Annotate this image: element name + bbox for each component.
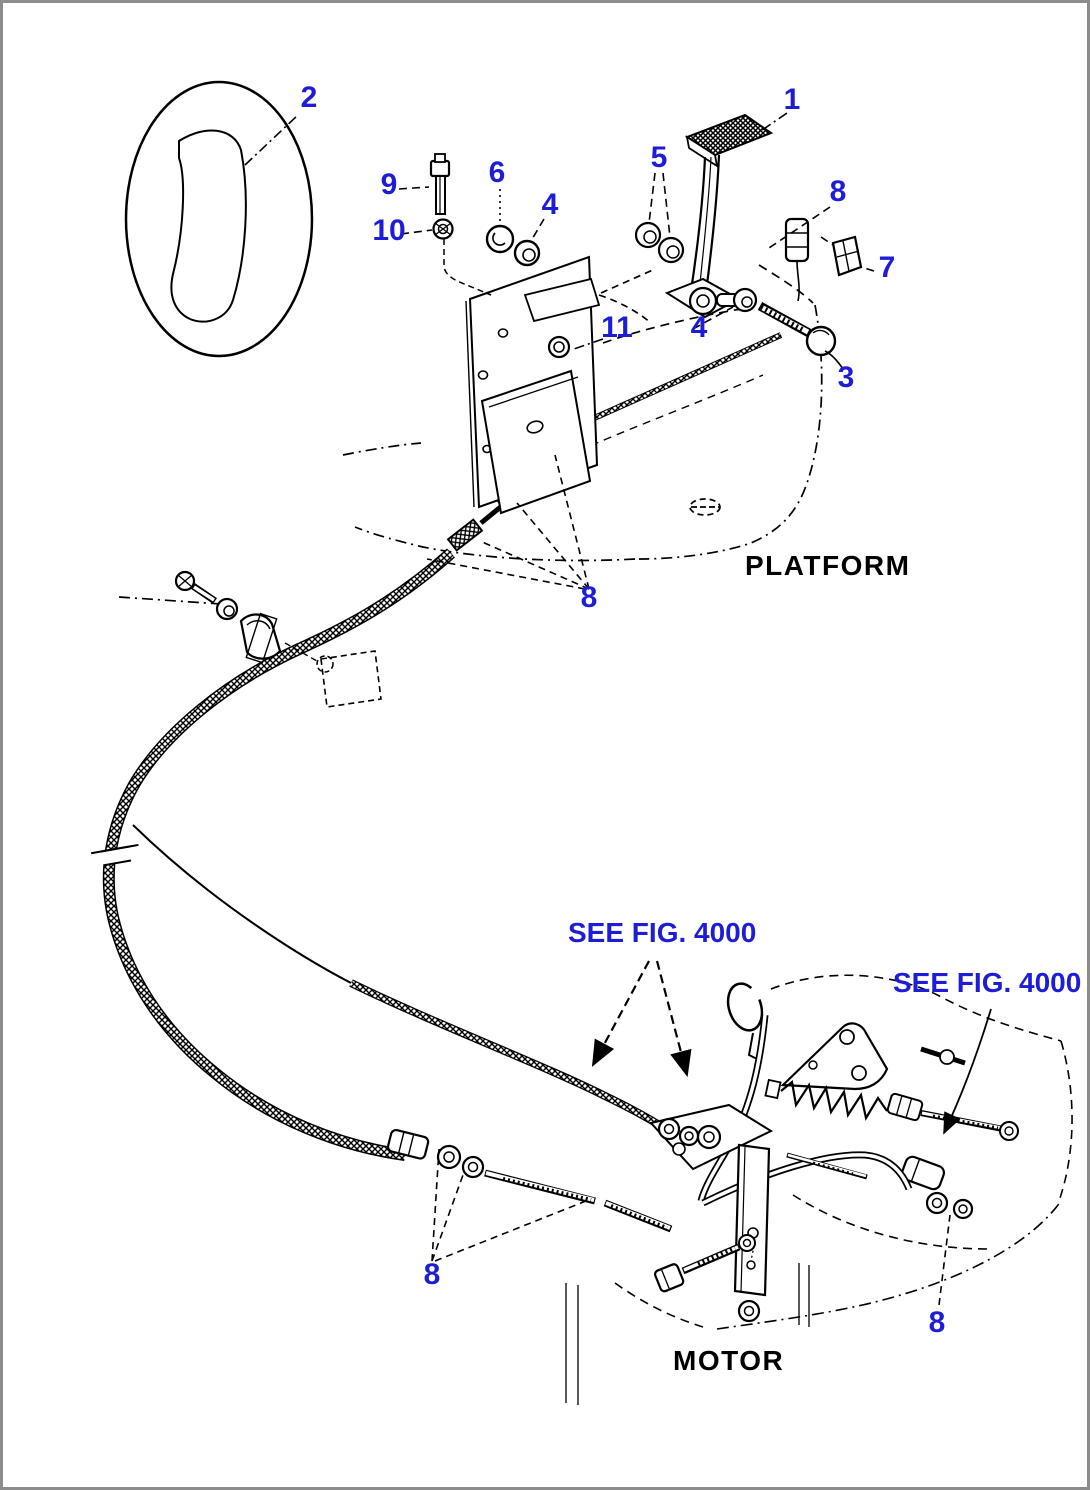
washer-4-left	[513, 239, 541, 267]
nut-10	[432, 218, 454, 240]
see-fig-label-right: SEE FIG. 4000	[893, 967, 1081, 998]
callout-5: 5	[651, 141, 668, 174]
see-fig-label-left: SEE FIG. 4000	[568, 917, 756, 948]
callout-9: 9	[381, 168, 398, 201]
leader-lines	[398, 112, 951, 1306]
motor-linkage	[565, 974, 1073, 1405]
bolt-3	[757, 302, 837, 357]
callout-8-motor-left: 8	[424, 1258, 441, 1291]
pedal-pad-detail	[170, 129, 247, 323]
callout-11: 11	[601, 311, 633, 344]
bolt-9	[429, 153, 451, 215]
callout-8-top: 8	[830, 175, 847, 208]
platform-label: PLATFORM	[745, 550, 910, 581]
fastener-group-top-left	[429, 153, 541, 267]
labels: PLATFORM SEE FIG. 4000 SEE FIG. 4000 MOT…	[568, 550, 1081, 1376]
callout-3: 3	[838, 361, 855, 394]
see-fig-arrows	[591, 960, 992, 1135]
callout-7: 7	[879, 251, 896, 284]
pedal-assembly	[634, 113, 863, 357]
platform-hole	[689, 498, 721, 516]
throttle-spring	[764, 1078, 888, 1121]
control-cable	[90, 548, 664, 1161]
spring-sleeve	[886, 1092, 924, 1122]
callout-8-platform: 8	[581, 581, 598, 614]
retaining-ring	[726, 982, 764, 1032]
inset-detail-circle	[124, 80, 314, 358]
clevis-pin-8	[784, 217, 810, 302]
cable-band	[90, 843, 139, 867]
callout-4-right: 4	[691, 311, 708, 344]
triangle-bracket	[780, 1022, 889, 1091]
clamp-bolt	[174, 570, 217, 604]
mount-bracket-vertical	[733, 1143, 771, 1297]
callout-2: 2	[301, 81, 318, 114]
mount-bolt	[654, 1234, 756, 1293]
clip-7	[831, 235, 863, 277]
callout-4-left: 4	[542, 188, 559, 221]
cable-clamp-assembly	[174, 570, 382, 708]
mounting-plate	[443, 239, 601, 515]
cable-end-lower-left	[386, 1128, 673, 1233]
callout-10: 10	[372, 214, 405, 247]
callout-8-motor-right: 8	[929, 1306, 946, 1339]
bell-crank	[649, 1103, 774, 1171]
bushing-6	[485, 224, 515, 254]
parts-diagram-canvas: 2 9 10 6 4 5 1 8 7 11 4 3 8 8 8 PLATFORM…	[90, 80, 1081, 1405]
clamp-saddle	[239, 612, 282, 664]
cable-bracket	[480, 369, 592, 515]
callouts: 2 9 10 6 4 5 1 8 7 11 4 3 8 8 8	[301, 81, 946, 1339]
callout-6: 6	[489, 156, 506, 189]
callout-1: 1	[784, 83, 801, 116]
cable-end-cylinder	[900, 1155, 946, 1191]
plate-tab	[523, 277, 601, 323]
clamp-plate	[284, 642, 382, 708]
motor-label: MOTOR	[673, 1345, 784, 1376]
